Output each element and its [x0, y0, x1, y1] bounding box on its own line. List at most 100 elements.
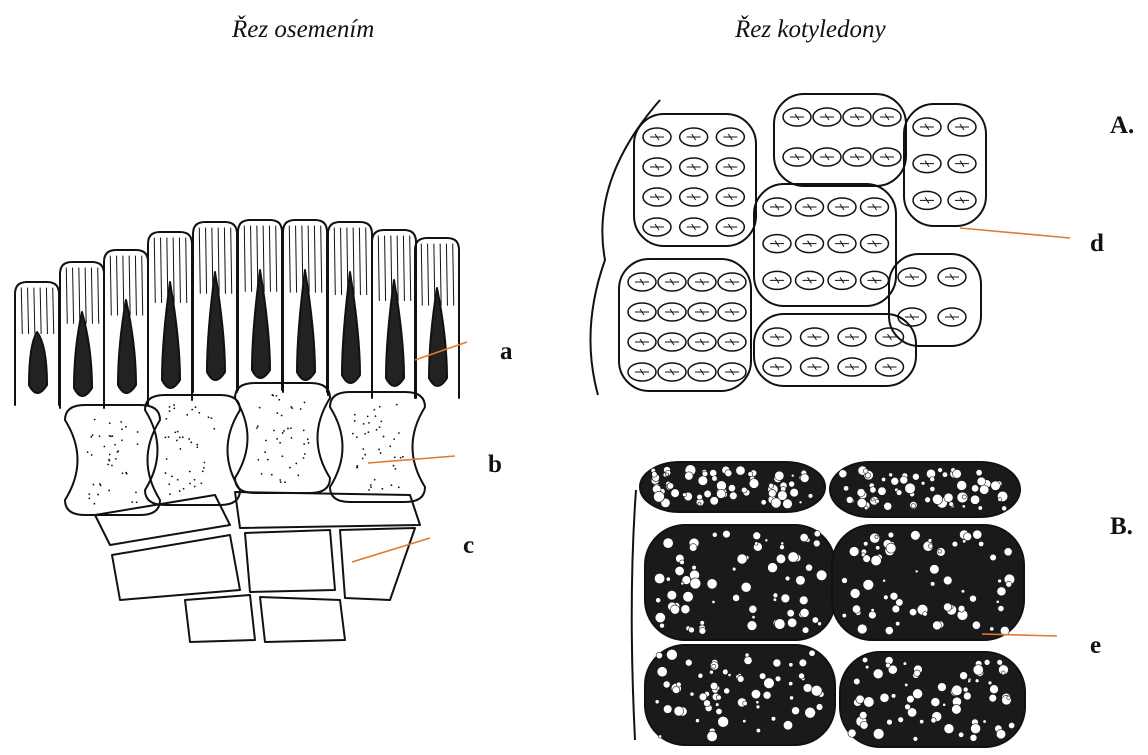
- starch-grain: [745, 653, 749, 657]
- grain-inclusion: [695, 369, 709, 375]
- label-d: d: [1090, 230, 1104, 258]
- grain-inclusion: [955, 161, 969, 167]
- cell-stipple: [303, 457, 305, 459]
- cell-stipple: [194, 486, 196, 488]
- starch-grain: [656, 598, 661, 603]
- starch-grain: [787, 618, 796, 627]
- cell-stipple: [308, 442, 310, 444]
- leader-line-d: [960, 228, 1070, 238]
- cell-stipple: [137, 431, 139, 433]
- grain-inclusion: [650, 224, 664, 230]
- starch-grain: [943, 603, 951, 611]
- starch-grain: [732, 567, 736, 571]
- grain-inclusion: [868, 204, 882, 210]
- leader-line-c: [352, 538, 430, 562]
- starch-grain: [930, 564, 940, 574]
- starch-grain: [860, 721, 868, 729]
- cell-stipple: [94, 419, 96, 421]
- cell-striation: [91, 268, 92, 323]
- starch-grain: [1008, 722, 1014, 728]
- cell-striation: [440, 244, 441, 305]
- grain-inclusion: [945, 314, 959, 320]
- cotyledon-drawing-a: [590, 94, 986, 395]
- cell-stipple: [278, 399, 280, 401]
- starch-grain: [785, 576, 790, 581]
- starch-grain: [704, 700, 711, 707]
- starch-grain: [759, 673, 766, 680]
- cell-stipple: [256, 427, 258, 429]
- starch-grain: [887, 719, 893, 725]
- grain-inclusion: [770, 364, 784, 370]
- cell-stipple: [352, 433, 354, 435]
- starch-grain: [1007, 696, 1011, 700]
- cell-stipple: [281, 455, 283, 457]
- starch-grain: [692, 565, 697, 570]
- starch-grain: [864, 506, 868, 510]
- starch-grain: [792, 707, 800, 715]
- starch-grain: [710, 469, 717, 476]
- cell-stipple: [273, 430, 275, 432]
- cell-striation: [308, 226, 309, 292]
- starch-grain: [707, 731, 717, 741]
- starch-grain: [765, 539, 768, 542]
- starch-grain: [791, 474, 794, 477]
- starch-grain: [973, 665, 983, 675]
- starch-grain: [873, 669, 883, 679]
- grain-inclusion: [845, 334, 859, 340]
- starch-grain: [953, 469, 962, 478]
- starch-grain: [963, 692, 971, 700]
- cell-stipple: [165, 418, 167, 420]
- cell-striation: [276, 226, 277, 291]
- grain-inclusion: [725, 339, 739, 345]
- cell-stipple: [168, 483, 170, 485]
- starch-grain: [663, 681, 670, 688]
- starch-grain: [667, 483, 674, 490]
- starch-grain: [990, 627, 994, 631]
- cell-striation: [366, 228, 367, 295]
- starch-grain: [848, 729, 856, 737]
- cell-stipple: [279, 479, 281, 481]
- cell-stipple: [284, 481, 286, 483]
- starch-grain: [971, 724, 981, 734]
- seed-coat-drawing: [15, 220, 459, 642]
- cell-stipple: [190, 441, 192, 443]
- starch-grain: [880, 693, 889, 702]
- starch-grain: [781, 594, 790, 603]
- starch-grain: [768, 563, 778, 573]
- cell-striation: [434, 244, 435, 305]
- starch-grain: [930, 486, 935, 491]
- starch-grain: [863, 469, 868, 474]
- starch-grain: [998, 579, 1002, 583]
- starch-grain: [914, 670, 920, 676]
- cell-stipple: [304, 402, 306, 404]
- cell-striation: [98, 268, 99, 323]
- starch-grain: [654, 573, 664, 583]
- cell-striation: [21, 288, 22, 334]
- starch-grain: [776, 554, 785, 563]
- starch-grain: [905, 483, 916, 494]
- starch-grain: [876, 546, 880, 550]
- starch-grain: [859, 711, 867, 719]
- cell-stipple: [135, 492, 137, 494]
- cell-striation: [129, 256, 130, 315]
- cell-stipple: [195, 406, 197, 408]
- grain-inclusion: [920, 161, 934, 167]
- starch-grain: [970, 734, 977, 741]
- starch-grain: [752, 615, 755, 618]
- grain-inclusion: [665, 279, 679, 285]
- cell-striation: [206, 228, 207, 293]
- grain-inclusion: [790, 114, 804, 120]
- cell-stipple: [363, 423, 365, 425]
- cell-striation: [296, 226, 297, 292]
- starch-grain: [972, 621, 980, 629]
- grain-inclusion: [723, 194, 737, 200]
- cell-stipple: [194, 479, 196, 481]
- starch-grain: [789, 681, 793, 685]
- cell-stipple: [87, 451, 89, 453]
- starch-grain: [895, 621, 900, 626]
- starch-grain: [996, 600, 999, 603]
- cell-stipple: [380, 452, 382, 454]
- starch-grain: [997, 587, 1006, 596]
- cell-stipple: [376, 429, 378, 431]
- starch-grain: [903, 662, 907, 666]
